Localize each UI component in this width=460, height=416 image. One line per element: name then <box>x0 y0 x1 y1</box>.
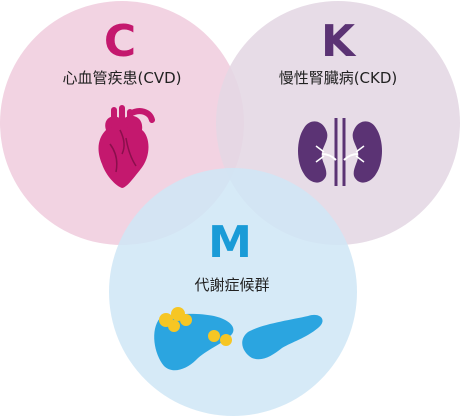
letter-m: M <box>208 217 252 268</box>
liver-pancreas-icon <box>154 307 323 371</box>
letter-c: C <box>104 16 136 67</box>
label-ckd: 慢性腎臓病(CKD) <box>279 69 398 87</box>
label-cvd: 心血管疾患(CVD) <box>63 69 182 87</box>
heart-icon <box>98 105 155 188</box>
letter-k: K <box>321 16 357 67</box>
kidneys-icon <box>298 118 382 186</box>
label-metabolic: 代謝症候群 <box>194 276 269 294</box>
